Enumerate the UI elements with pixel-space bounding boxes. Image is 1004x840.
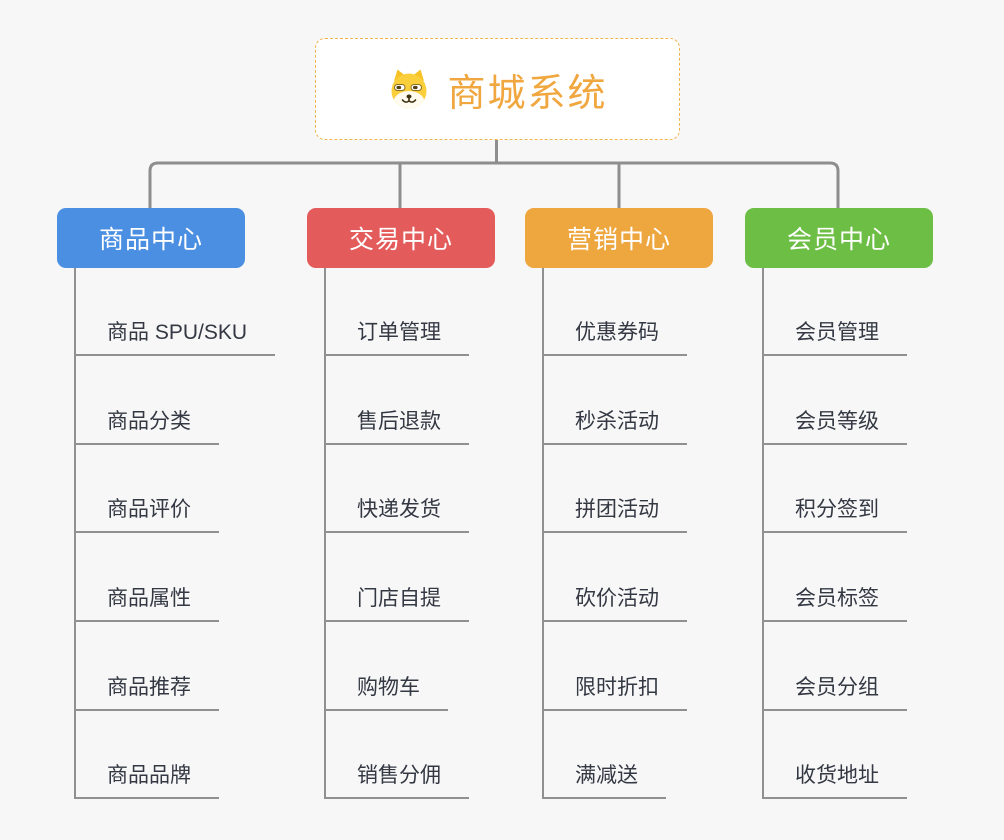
leaf-node[interactable]: 收货地址 xyxy=(762,762,907,799)
branch-node-product-center[interactable]: 商品中心 xyxy=(57,208,245,268)
leaf-node[interactable]: 商品评价 xyxy=(74,496,219,533)
leaf-node[interactable]: 会员等级 xyxy=(762,408,907,445)
branch-child-connector xyxy=(74,268,76,799)
leaf-node[interactable]: 限时折扣 xyxy=(542,674,687,711)
leaf-node[interactable]: 商品属性 xyxy=(74,585,219,622)
leaf-node[interactable]: 秒杀活动 xyxy=(542,408,687,445)
leaf-node[interactable]: 积分签到 xyxy=(762,496,907,533)
leaf-node[interactable]: 商品品牌 xyxy=(74,762,219,799)
leaf-node[interactable]: 订单管理 xyxy=(324,319,469,356)
leaf-node[interactable]: 会员分组 xyxy=(762,674,907,711)
leaf-node[interactable]: 商品分类 xyxy=(74,408,219,445)
branch-child-connector xyxy=(762,268,764,799)
leaf-node[interactable]: 销售分佣 xyxy=(324,762,469,799)
leaf-node[interactable]: 购物车 xyxy=(324,674,448,711)
branch-child-connector xyxy=(324,268,326,799)
root-title: 商城系统 xyxy=(447,72,608,115)
branch-node-marketing-center[interactable]: 营销中心 xyxy=(525,208,713,268)
branch-label: 交易中心 xyxy=(348,226,453,254)
dog-face-icon xyxy=(387,67,431,111)
leaf-node[interactable]: 会员管理 xyxy=(762,319,907,356)
leaf-node[interactable]: 满减送 xyxy=(542,762,666,799)
branch-node-member-center[interactable]: 会员中心 xyxy=(745,208,933,268)
leaf-node[interactable]: 拼团活动 xyxy=(542,496,687,533)
branch-label: 会员中心 xyxy=(786,226,891,254)
root-node[interactable]: 商城系统 xyxy=(315,38,680,140)
branch-child-connector xyxy=(542,268,544,799)
leaf-node[interactable]: 商品 SPU/SKU xyxy=(74,319,276,356)
leaf-node[interactable]: 快递发货 xyxy=(324,496,469,533)
branch-node-trade-center[interactable]: 交易中心 xyxy=(307,208,495,268)
branch-label: 商品中心 xyxy=(98,226,203,254)
leaf-node[interactable]: 商品推荐 xyxy=(74,674,219,711)
leaf-node[interactable]: 优惠券码 xyxy=(542,319,687,356)
leaf-node[interactable]: 售后退款 xyxy=(324,408,469,445)
leaf-node[interactable]: 门店自提 xyxy=(324,585,469,622)
leaf-node[interactable]: 会员标签 xyxy=(762,585,907,622)
branch-label: 营销中心 xyxy=(566,226,671,254)
leaf-node[interactable]: 砍价活动 xyxy=(542,585,687,622)
